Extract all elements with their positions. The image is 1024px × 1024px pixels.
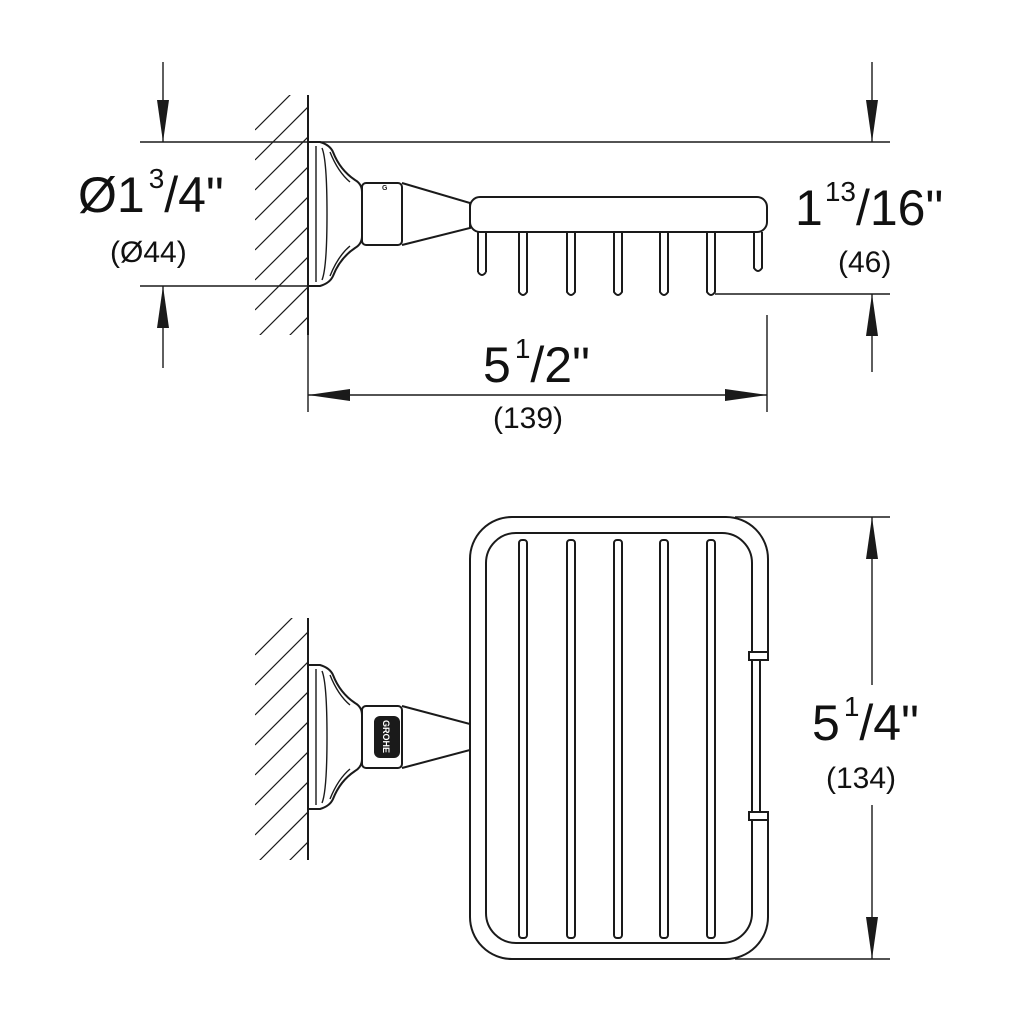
grohe-logo: GROHE — [374, 716, 400, 758]
basket-gap — [748, 651, 773, 821]
tray-side — [469, 196, 768, 296]
dim-height: 113/16" (46) — [310, 62, 943, 372]
basket-bars — [518, 539, 716, 939]
dim-width-mm: (134) — [826, 762, 896, 795]
tray-prongs — [518, 232, 763, 296]
arm-top: GROHE — [361, 705, 471, 769]
wall-hatch-side — [255, 95, 308, 335]
dim-diameter-mm: (Ø44) — [110, 236, 187, 269]
dim-depth-mm: (139) — [493, 402, 563, 435]
rosette-top — [308, 664, 363, 810]
basket-top — [469, 516, 773, 960]
rosette-side — [308, 141, 363, 287]
top-view: GROHE — [255, 516, 919, 960]
svg-text:GROHE: GROHE — [381, 720, 391, 753]
dim-height-label: 113/16" — [795, 176, 943, 236]
dim-height-mm: (46) — [838, 246, 891, 279]
svg-text:G: G — [382, 185, 388, 192]
wall-hatch-top — [255, 618, 308, 860]
arm-side: G — [361, 182, 471, 246]
